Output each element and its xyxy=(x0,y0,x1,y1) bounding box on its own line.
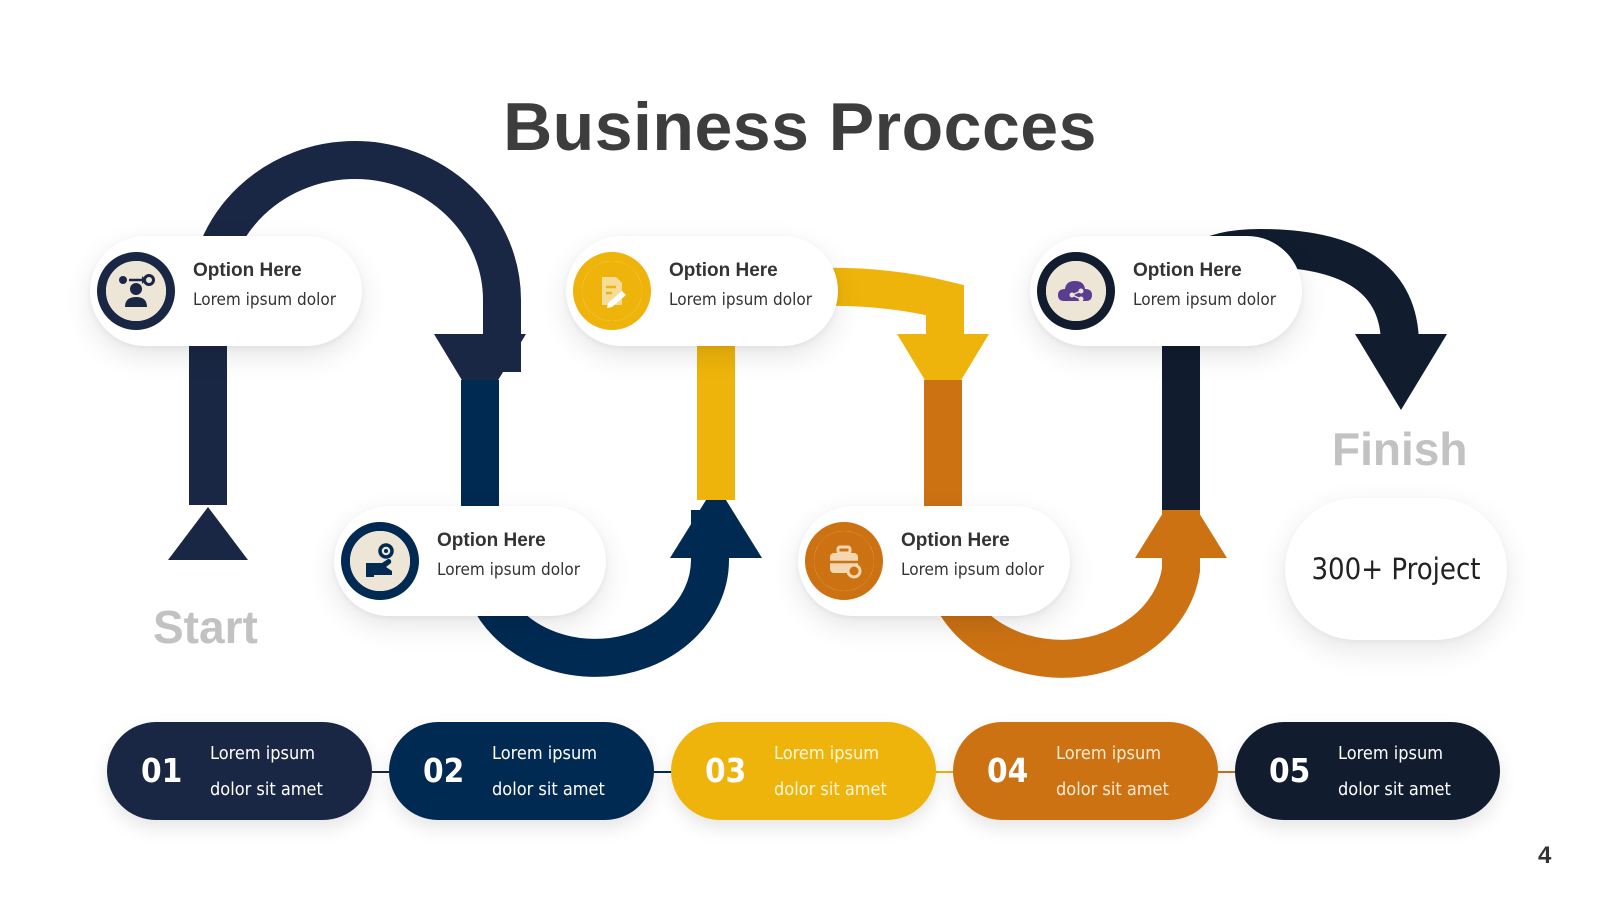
step-text-line-1: Lorem ipsum xyxy=(1338,743,1444,764)
toolbox-gear-icon xyxy=(814,531,874,591)
option-text: Lorem ipsum dolor xyxy=(1133,290,1276,310)
step-text-line-1: Lorem ipsum xyxy=(774,743,880,764)
step-text: Lorem ipsum dolor sit amet xyxy=(210,736,370,808)
step-text-line-1: Lorem ipsum xyxy=(210,743,316,764)
option-badge xyxy=(573,252,651,330)
hand-gear-icon xyxy=(350,531,410,591)
step-connector xyxy=(654,771,672,773)
option-title: Option Here xyxy=(437,530,546,551)
step-text: Lorem ipsum dolor sit amet xyxy=(774,736,934,808)
step-number: 02 xyxy=(423,751,465,790)
option-badge xyxy=(341,522,419,600)
step-number: 04 xyxy=(987,751,1029,790)
step-pill-4: 04 Lorem ipsum dolor sit amet xyxy=(953,722,1218,820)
option-badge xyxy=(1037,252,1115,330)
option-text: Lorem ipsum dolor xyxy=(437,560,580,580)
step-text-line-1: Lorem ipsum xyxy=(492,743,598,764)
project-count-label: 300+ Project xyxy=(1311,552,1481,586)
option-card-5: Option Here Lorem ipsum dolor xyxy=(1030,236,1302,346)
option-text: Lorem ipsum dolor xyxy=(193,290,336,310)
step-text: Lorem ipsum dolor sit amet xyxy=(492,736,652,808)
teamwork-gears-icon xyxy=(106,261,166,321)
step-text-line-1: Lorem ipsum xyxy=(1056,743,1162,764)
step-pill-2: 02 Lorem ipsum dolor sit amet xyxy=(389,722,654,820)
option-badge xyxy=(805,522,883,600)
finish-label: Finish xyxy=(1332,423,1468,475)
option-card-1: Option Here Lorem ipsum dolor xyxy=(90,236,362,346)
option-text: Lorem ipsum dolor xyxy=(901,560,1044,580)
option-title: Option Here xyxy=(1133,260,1242,281)
option-card-4: Option Here Lorem ipsum dolor xyxy=(798,506,1070,616)
step-text-line-2: dolor sit amet xyxy=(210,779,323,800)
option-badge xyxy=(97,252,175,330)
step-text-line-2: dolor sit amet xyxy=(1056,779,1169,800)
project-count-card: 300+ Project xyxy=(1285,498,1507,640)
page-number: 4 xyxy=(1538,842,1552,869)
step-number: 03 xyxy=(705,751,747,790)
option-text: Lorem ipsum dolor xyxy=(669,290,812,310)
option-card-2: Option Here Lorem ipsum dolor xyxy=(334,506,606,616)
option-title: Option Here xyxy=(193,260,302,281)
step-number: 05 xyxy=(1269,751,1311,790)
step-connector xyxy=(936,771,954,773)
step-connector xyxy=(372,771,390,773)
cloud-share-icon xyxy=(1046,261,1106,321)
option-card-3: Option Here Lorem ipsum dolor xyxy=(566,236,838,346)
step-connector xyxy=(1218,771,1236,773)
option-title: Option Here xyxy=(901,530,1010,551)
step-pill-5: 05 Lorem ipsum dolor sit amet xyxy=(1235,722,1500,820)
step-text: Lorem ipsum dolor sit amet xyxy=(1338,736,1498,808)
step-text-line-2: dolor sit amet xyxy=(492,779,605,800)
document-pencil-icon xyxy=(582,261,642,321)
step-pill-3: 03 Lorem ipsum dolor sit amet xyxy=(671,722,936,820)
start-label: Start xyxy=(153,601,258,653)
step-text-line-2: dolor sit amet xyxy=(774,779,887,800)
step-text-line-2: dolor sit amet xyxy=(1338,779,1451,800)
step-pill-1: 01 Lorem ipsum dolor sit amet xyxy=(107,722,372,820)
page-title: Business Procces xyxy=(503,89,1097,165)
option-title: Option Here xyxy=(669,260,778,281)
step-number: 01 xyxy=(141,751,183,790)
step-text: Lorem ipsum dolor sit amet xyxy=(1056,736,1216,808)
